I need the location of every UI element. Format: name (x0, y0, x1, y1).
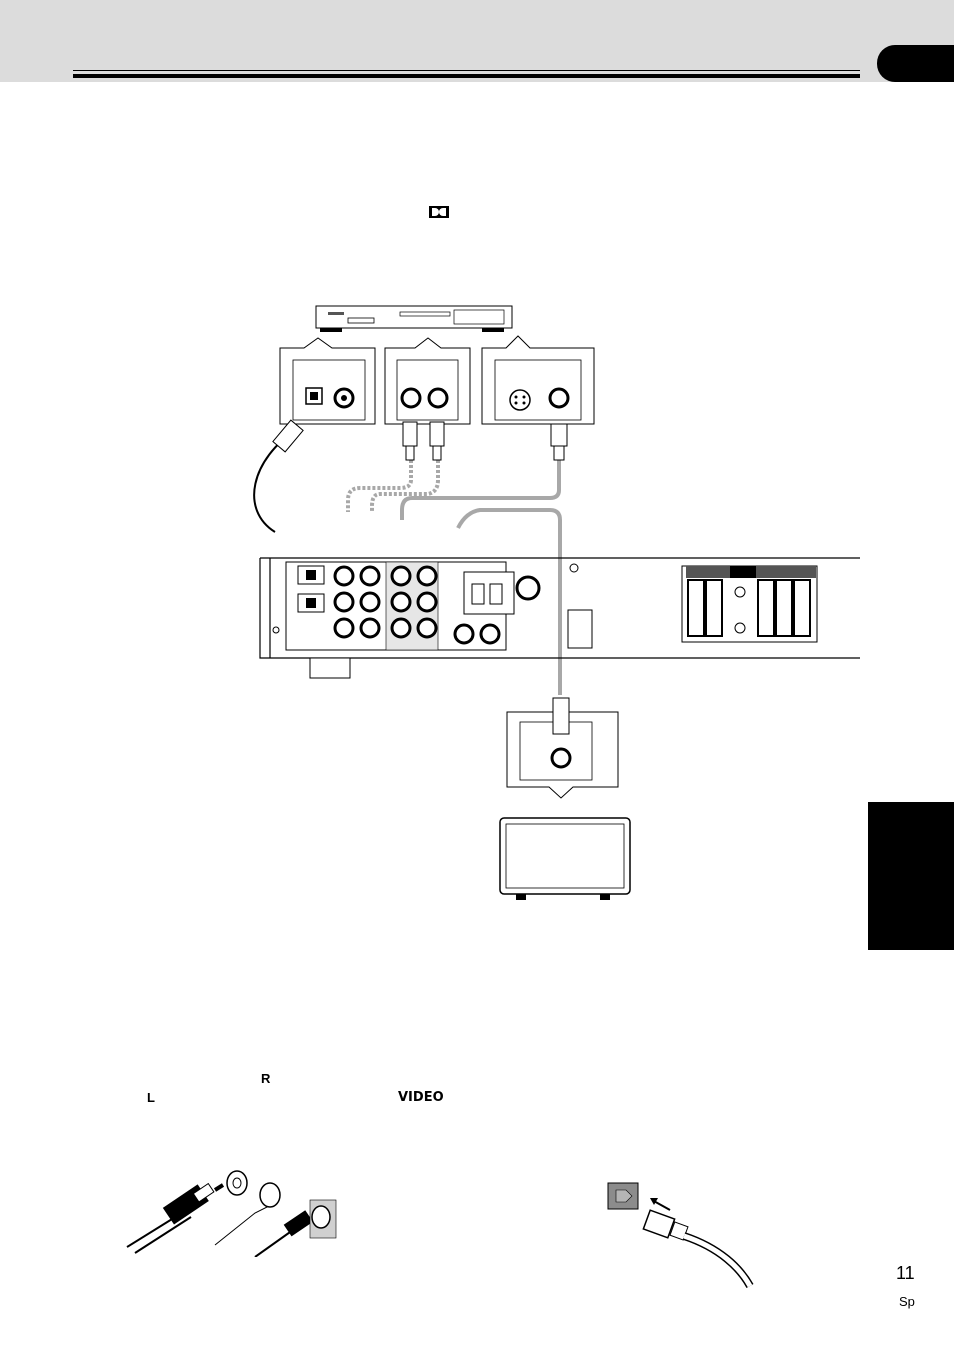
callout-audio-out (384, 337, 471, 425)
header-rule-thin (73, 70, 860, 71)
side-section-tab (868, 802, 954, 950)
label-r: R (261, 1071, 271, 1086)
rca-plug-icon (272, 419, 568, 461)
dolby-double-d-icon (429, 206, 449, 218)
callout-digital-out (279, 337, 376, 425)
connection-diagram (253, 305, 860, 900)
header-rule (73, 74, 860, 78)
rca-plug-icon (126, 1170, 337, 1257)
language-code: Sp (899, 1294, 915, 1309)
page-number: 11 (896, 1263, 915, 1283)
dvd-player (315, 305, 513, 332)
label-video: VIDEO (398, 1090, 444, 1105)
header-band (0, 0, 954, 82)
receiver-rear-panel (259, 557, 860, 679)
chapter-tab (877, 45, 954, 82)
callout-video-out (481, 335, 595, 425)
label-l: L (147, 1090, 155, 1105)
optical-plug-icon (607, 1182, 754, 1289)
tv-monitor (499, 817, 631, 900)
callout-video-in (506, 697, 619, 799)
